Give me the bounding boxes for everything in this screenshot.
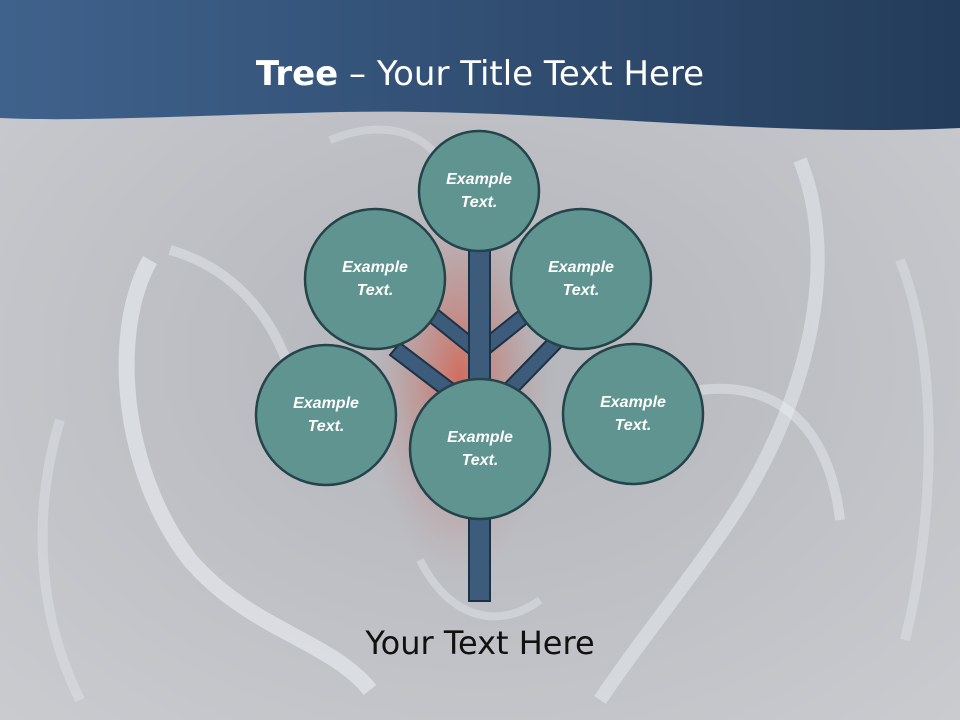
node-label-left: Example Text. <box>256 345 396 485</box>
tree-node-top <box>417 129 541 253</box>
node-label-top: Example Text. <box>419 131 539 251</box>
node-label-center: Example Text. <box>410 379 550 519</box>
node-label-upper-right-line2: Text. <box>562 282 600 299</box>
node-label-center-line2: Text. <box>461 452 499 469</box>
node-label-right-line1: Example <box>600 394 666 411</box>
node-label-right: Example Text. <box>563 344 703 484</box>
tree-node-right <box>561 342 705 486</box>
tree-node-center <box>408 377 552 521</box>
node-label-top-line1: Example <box>446 171 512 188</box>
tree-nodes <box>254 129 705 521</box>
node-label-left-line1: Example <box>293 395 359 412</box>
slide-title-rest: – Your Title Text Here <box>338 54 705 94</box>
header-band <box>0 0 960 131</box>
node-label-top-line2: Text. <box>460 194 498 211</box>
node-label-center-line1: Example <box>447 429 513 446</box>
slide-title-bold: Tree <box>255 54 339 94</box>
slide-title: Tree – Your Title Text Here <box>0 48 960 100</box>
bottom-caption: Your Text Here <box>365 624 595 662</box>
node-label-upper-left-line1: Example <box>342 259 408 276</box>
node-label-upper-right-line1: Example <box>548 259 614 276</box>
node-label-right-line2: Text. <box>614 417 652 434</box>
node-label-upper-left-line2: Text. <box>356 282 394 299</box>
tree-node-upper-right <box>509 207 653 351</box>
tree-node-left <box>254 343 398 487</box>
node-label-upper-right: Example Text. <box>511 209 651 349</box>
node-label-left-line2: Text. <box>307 418 345 435</box>
node-label-upper-left: Example Text. <box>305 209 445 349</box>
tree-node-upper-left <box>303 207 447 351</box>
